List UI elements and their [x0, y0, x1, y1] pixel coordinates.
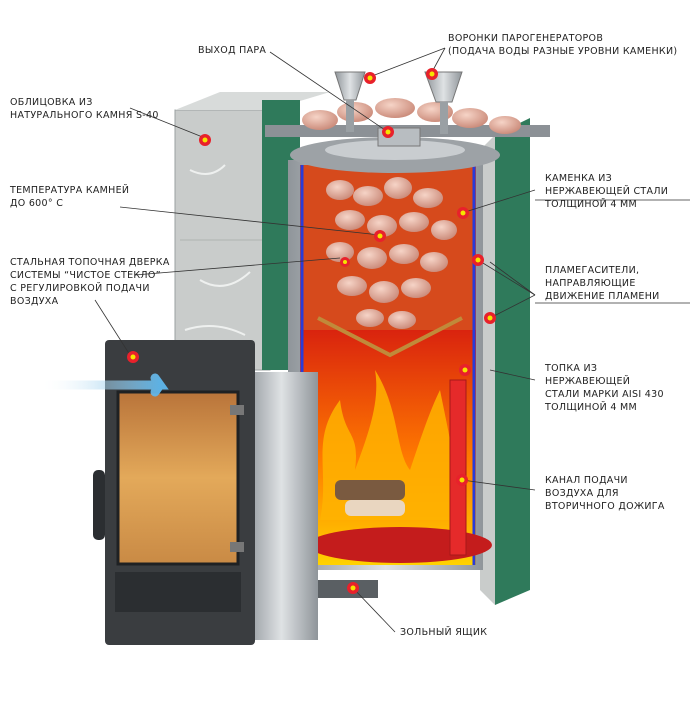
label-cladding: ОБЛИЦОВКА ИЗ НАТУРАЛЬНОГО КАМНЯ S-40: [10, 97, 159, 121]
marker-air-channel: [456, 474, 468, 486]
air-arrows: [35, 373, 229, 609]
marker-stone-temp: [374, 230, 386, 242]
label-steam-outlet: ВЫХОД ПАРА: [198, 45, 267, 56]
marker-steam-outlet: [382, 126, 394, 138]
label-air-channel: КАНАЛ ПОДАЧИ ВОЗДУХА ДЛЯ ВТОРИЧНОГО ДОЖИ…: [545, 475, 665, 512]
marker-stone-box: [457, 207, 469, 219]
marker-rocks-2: [340, 257, 350, 267]
marker-ash-box: [347, 582, 359, 594]
label-stone-box: КАМЕНКА ИЗ НЕРЖАВЕЮЩЕЙ СТАЛИ ТОЛЩИНОЙ 4 …: [545, 173, 669, 210]
label-flame-dampers: ПЛАМЕГАСИТЕЛИ, НАПРАВЛЯЮЩИЕ ДВИЖЕНИЕ ПЛА…: [545, 265, 660, 302]
label-funnels: ВОРОНКИ ПАРОГЕНЕРАТОРОВ (ПОДАЧА ВОДЫ РАЗ…: [448, 33, 678, 57]
marker-funnel-right: [426, 68, 438, 80]
label-stone-temp: ТЕМПЕРАТУРА КАМНЕЙ ДО 600° С: [10, 185, 130, 209]
markers: [127, 68, 496, 594]
marker-damper-1: [472, 254, 484, 266]
marker-firebox: [459, 364, 471, 376]
rocks: [326, 177, 457, 329]
marker-door-frame: [127, 351, 139, 363]
marker-cladding: [199, 134, 211, 146]
marker-damper-2: [484, 312, 496, 324]
label-firebox: ТОПКА ИЗ НЕРЖАВЕЮЩЕЙ СТАЛИ МАРКИ AISI 43…: [545, 363, 664, 413]
door: [93, 340, 255, 645]
leader-lines: [94, 47, 690, 633]
marker-funnel-left: [364, 72, 376, 84]
label-door: СТАЛЬНАЯ ТОПОЧНАЯ ДВЕРКА СИСТЕМЫ “ЧИСТОЕ…: [10, 257, 170, 307]
label-ash-box: ЗОЛЬНЫЙ ЯЩИК: [400, 627, 488, 638]
